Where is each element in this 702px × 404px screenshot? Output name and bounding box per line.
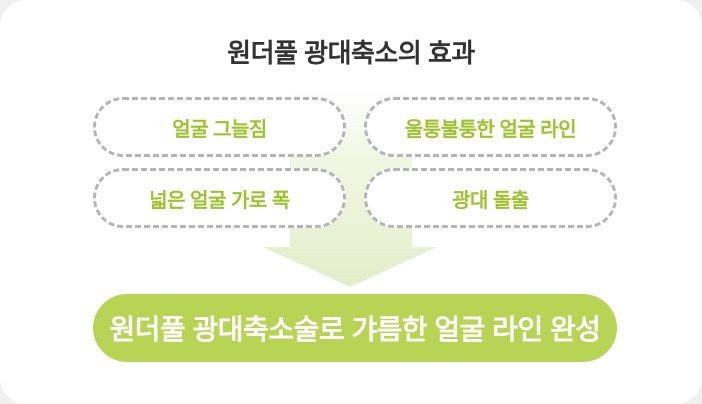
symptom-label: 광대 돌출 bbox=[452, 189, 529, 212]
symptom-grid: 얼굴 그늘짐 울퉁불퉁한 얼굴 라인 넓은 얼굴 가로 폭 광대 돌출 bbox=[93, 97, 617, 228]
result-banner-label: 원더풀 광대축소술로 갸름한 얼굴 라인 완성 bbox=[109, 314, 601, 345]
symptom-box-cheekbone-protrusion: 광대 돌출 bbox=[364, 168, 617, 228]
symptom-box-bumpy-face-line: 울퉁불퉁한 얼굴 라인 bbox=[364, 97, 617, 157]
symptom-label: 울퉁불퉁한 얼굴 라인 bbox=[404, 118, 577, 141]
symptom-label: 얼굴 그늘짐 bbox=[172, 118, 267, 141]
symptom-label: 넓은 얼굴 가로 폭 bbox=[149, 189, 290, 212]
page-title: 원더풀 광대축소의 효과 bbox=[227, 38, 475, 68]
symptom-box-face-shadow: 얼굴 그늘짐 bbox=[93, 97, 346, 157]
symptom-box-wide-face-width: 넓은 얼굴 가로 폭 bbox=[93, 168, 346, 228]
result-banner: 원더풀 광대축소술로 갸름한 얼굴 라인 완성 bbox=[93, 294, 617, 362]
